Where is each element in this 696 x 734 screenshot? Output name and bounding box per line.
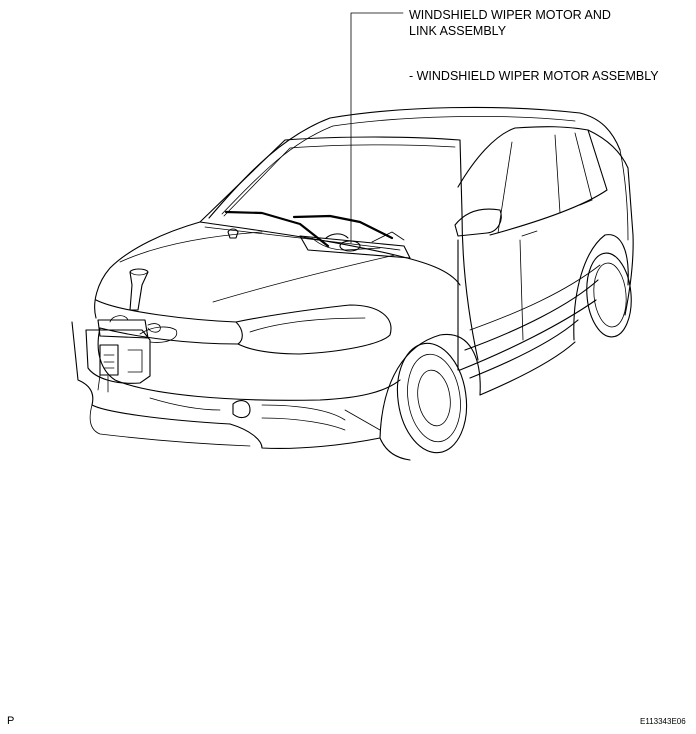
callout-subitem: - WINDSHIELD WIPER MOTOR ASSEMBLY — [409, 69, 659, 83]
car-body-outline — [71, 106, 634, 461]
washer-tank — [85, 268, 161, 393]
callout-leader-line — [350, 12, 404, 244]
figure-id: E113343E06 — [640, 717, 686, 726]
callout-title-line1: WINDSHIELD WIPER MOTOR AND — [409, 8, 611, 22]
wiper-assembly — [224, 210, 411, 259]
page-code: P — [7, 715, 15, 727]
callout-title-line2: LINK ASSEMBLY — [409, 24, 507, 38]
